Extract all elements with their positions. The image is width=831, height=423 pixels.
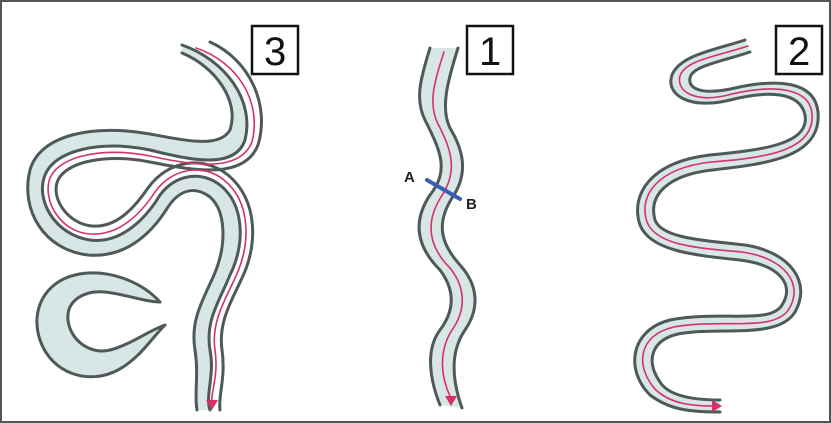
point-a-label: A (404, 169, 415, 186)
point-b-label: B (466, 196, 477, 213)
channel-2: 2 (635, 26, 822, 412)
channel-2-inner-bank (652, 52, 818, 400)
channel-1: A B 1 (404, 26, 513, 408)
channel-3: 3 (28, 26, 298, 410)
channel-1-body (419, 48, 475, 408)
channel-2-label: 2 (788, 30, 810, 74)
channel-1-label: 1 (479, 30, 501, 74)
channel-3-label: 3 (264, 30, 286, 74)
